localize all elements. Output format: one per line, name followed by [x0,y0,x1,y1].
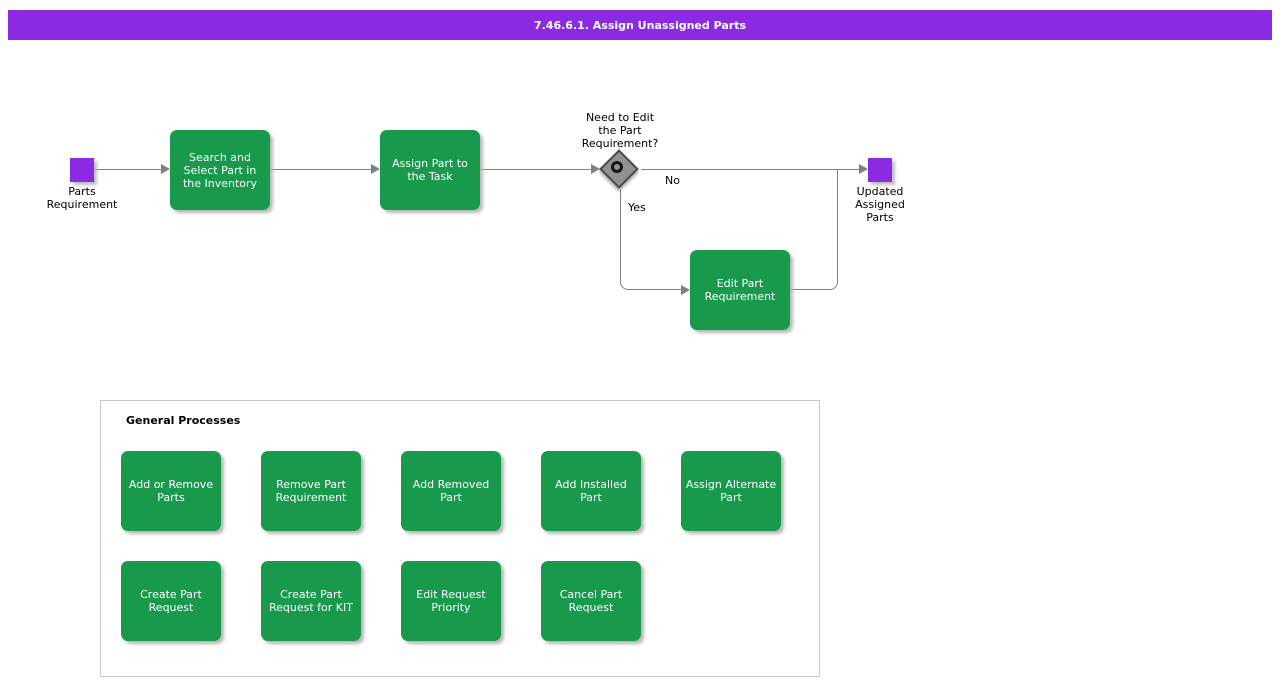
gp-add-installed-part[interactable]: Add Installed Part [541,451,641,531]
gp-assign-alternate-part[interactable]: Assign Alternate Part [681,451,781,531]
gp-remove-part-requirement[interactable]: Remove Part Requirement [261,451,361,531]
connector-start-to-search [94,169,162,170]
gateway-circle-icon [611,161,623,173]
gp-edit-request-priority[interactable]: Edit Request Priority [401,561,501,641]
decision-yes-label: Yes [628,201,646,214]
start-event-parts-requirement [70,158,94,182]
arrowhead-icon [859,164,868,174]
gp-add-removed-part[interactable]: Add Removed Part [401,451,501,531]
gp-add-or-remove-parts[interactable]: Add or Remove Parts [121,451,221,531]
connector-no-to-end [641,169,859,170]
gp-create-part-request[interactable]: Create Part Request [121,561,221,641]
start-event-label: Parts Requirement [46,185,118,211]
end-event-label: Updated Assigned Parts [855,185,905,224]
general-processes-group: General Processes Add or Remove Parts Re… [100,400,820,677]
decision-no-label: No [665,174,680,187]
arrowhead-icon [161,164,170,174]
gp-create-part-request-kit[interactable]: Create Part Request for KIT [261,561,361,641]
connector-assign-to-decision [480,169,592,170]
connector-yes-branch [620,190,682,290]
arrowhead-icon [591,164,600,174]
arrowhead-icon [681,285,690,295]
gp-cancel-part-request[interactable]: Cancel Part Request [541,561,641,641]
connector-search-to-assign [270,169,372,170]
general-processes-title: General Processes [126,414,241,427]
connector-edit-return [790,170,838,290]
task-edit-part-requirement[interactable]: Edit Part Requirement [690,250,790,330]
task-search-select-part[interactable]: Search and Select Part in the Inventory [170,130,270,210]
task-assign-part[interactable]: Assign Part to the Task [380,130,480,210]
arrowhead-icon [371,164,380,174]
end-event-updated-assigned-parts [868,158,892,182]
decision-question-label: Need to Edit the Part Requirement? [581,111,659,150]
diagram-title-bar: 7.46.6.1. Assign Unassigned Parts [8,10,1272,40]
diagram-title: 7.46.6.1. Assign Unassigned Parts [533,18,747,32]
